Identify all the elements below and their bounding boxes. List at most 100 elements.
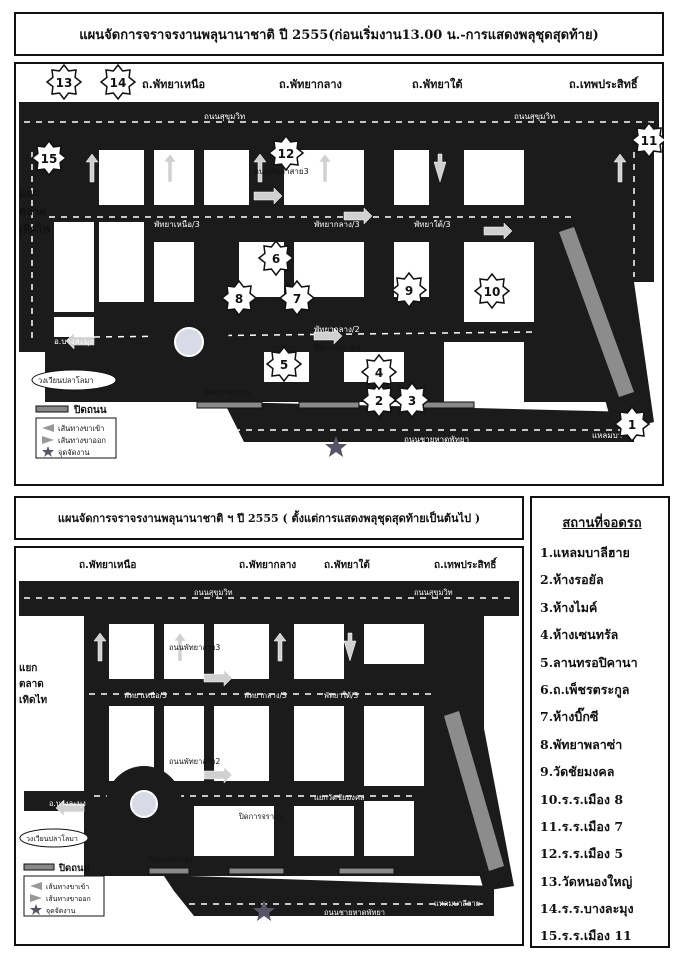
map1-label-central2: พัทยากลาง/2	[314, 325, 360, 334]
map1-label-central: ถ.พัทยากลาง	[279, 78, 342, 91]
map1-legend-venue: จุดจัดงาน	[58, 448, 90, 457]
parking-marker-star	[393, 381, 431, 419]
road-beach	[194, 352, 634, 442]
map1-yaek-3: เทิดไท	[19, 222, 50, 236]
map1-label-thepprasit: ถ.เทพประสิทธิ์	[569, 76, 639, 91]
map1-label-laem: แหลมบา	[592, 431, 622, 440]
parking-item: 15.ร.ร.เมือง 11	[540, 928, 632, 944]
map2-roundabout-bubble	[19, 828, 89, 848]
parking-item: 4.ห้างเซนทรัล	[540, 627, 619, 643]
parking-marker-star	[99, 63, 137, 101]
map2-legend-venue: จุดจัดงาน	[46, 907, 76, 915]
map1-label-closed-b: ปิดการจราจร	[203, 388, 251, 397]
parking-marker-star	[390, 271, 428, 309]
map1-label-bangla: อ.บางละมุง	[54, 337, 93, 346]
map1-label-beach: ถนนชายหาดพัทยา	[404, 435, 469, 444]
parking-item: 5.ลานทรอปิคานา	[540, 654, 638, 670]
parking-item: 1.แหลมบาลีฮาย	[540, 545, 630, 560]
parking-item: 7.ห้างบิ๊กซี	[540, 709, 599, 725]
map1-highway-gray	[559, 227, 634, 397]
map2-label-south: ถ.พัทยาใต้	[324, 558, 370, 571]
map1-arrows	[65, 153, 627, 350]
parking-marker-label: 13	[56, 76, 73, 90]
parking-item: 13.วัดหนองใหญ่	[540, 873, 633, 889]
map2-highway-gray	[444, 711, 504, 871]
parking-marker-label: 11	[641, 134, 658, 148]
map1-title-box: แผนจัดการจราจรงานพลุนานาชาติ ปี 2555(ก่อ…	[14, 12, 664, 56]
map1-legend: ปิดถนน เส้นทางขาเข้า เส้นทางขาออก จุดจัด…	[35, 404, 117, 459]
parking-item: 14.ร.ร.บางละมุง	[540, 901, 634, 917]
map1-label-north3: พัทยาเหนือ/3	[154, 220, 200, 229]
map1-legend-in: เส้นทางขาเข้า	[58, 424, 104, 433]
map2-label-sukhumvit-left: ถนนสุขุมวิท	[194, 588, 233, 597]
map2-label-north: ถ.พัทยาเหนือ	[79, 559, 136, 571]
map2-title: แผนจัดการจราจรงานพลุนานาชาติ ฯ ปี 2555 (…	[57, 512, 481, 525]
parking-marker-star	[278, 279, 316, 317]
parking-marker-star	[473, 272, 511, 310]
map2-yaek-1: แยก	[19, 663, 37, 674]
parking-item: 8.พัทยาพลาซ่า	[540, 736, 623, 752]
parking-marker-label: 10	[484, 285, 501, 299]
map2-label-south3: พัทยาใต้/3	[324, 691, 359, 700]
parking-marker-star	[220, 279, 258, 317]
map2-legend-close: ปิดถนน	[58, 862, 90, 874]
map1-roundabout-bubble	[31, 369, 117, 391]
map1-legend-close: ปิดถนน	[73, 404, 106, 416]
map1-label-central3: พัทยากลาง/3	[314, 220, 360, 229]
parking-marker-star	[267, 134, 305, 172]
map1-legend-out: เส้นทางขาออก	[58, 436, 106, 445]
parking-marker-star	[360, 381, 398, 419]
parking-marker-star	[30, 139, 68, 177]
map2-yaek-3: เทิดไท	[19, 693, 48, 706]
map2-label-thepprasit: ถ.เทพประสิทธิ์	[434, 557, 498, 571]
map2-label-sai3: ถนนพัทยาสาย3	[169, 643, 220, 652]
map2-title-box: แผนจัดการจราจรงานพลุนานาชาติ ฯ ปี 2555 (…	[14, 496, 524, 540]
parking-item: 2.ห้างรอยัล	[540, 572, 604, 588]
map1-roundabout-center	[174, 327, 204, 357]
map2-legend-in: เส้นทางขาเข้า	[46, 883, 89, 891]
map1-closures	[196, 401, 475, 409]
parking-marker-star	[257, 239, 295, 277]
map2-label-laem: แหลมบาลีฮาย	[434, 899, 480, 908]
map1-yaek-2: ตลาด	[19, 205, 46, 218]
map2-blocks	[109, 624, 424, 856]
map2-label-closed-a: ปิดการจราจร	[238, 812, 282, 821]
parking-marker-label: 2	[375, 394, 383, 408]
parking-marker-star	[613, 405, 651, 443]
parking-marker-label: 8	[235, 292, 243, 306]
map2-label-central: ถ.พัทยากลาง	[239, 559, 296, 571]
map2-label-yaekwat: แยกวัดชัยมงคล	[314, 793, 365, 802]
parking-marker-label: 9	[405, 284, 413, 298]
parking-marker-label: 5	[280, 358, 288, 372]
parking-item: 11.ร.ร.เมือง 7	[540, 818, 624, 834]
map1-label-south: ถ.พัทยาใต้	[412, 77, 462, 91]
map2-svg: ถ.พัทยาเหนือ ถ.พัทยากลาง ถ.พัทยาใต้ ถ.เท…	[19, 557, 519, 921]
map1-label-north: ถ.พัทยาเหนือ	[142, 78, 205, 91]
map1-label-south3: พัทยาใต้/3	[414, 220, 451, 229]
map2-legend-out: เส้นทางขาออก	[46, 895, 91, 903]
parking-items: 1.แหลมบาลีฮาย 2.ห้างรอยัล 3.ห้างไมค์ 4.ห้าง…	[540, 539, 664, 950]
map2-label-beach: ถนนชายหาดพัทยา	[324, 908, 385, 917]
map2-label-bangla: อ.บางละมุง	[49, 799, 86, 808]
parking-marker-star	[630, 121, 664, 159]
map1-label-closed-a: ปิดการจราจร	[313, 343, 361, 352]
parking-marker-label: 4	[375, 366, 383, 380]
map2-arrows	[55, 632, 357, 817]
parking-item: 10.ร.ร.เมือง 8	[540, 791, 624, 807]
map2-roundabout-center	[130, 790, 158, 818]
map2-legend: ปิดถนน เส้นทางขาเข้า เส้นทางขาออก จุดจัด…	[23, 862, 105, 917]
map2-yaek-2: ตลาด	[19, 679, 44, 690]
map1-svg: ถ.พัทยาเหนือ ถ.พัทยากลาง ถ.พัทยาใต้ ถ.เท…	[19, 63, 664, 459]
map1-label-sai3: ถนนพัทยาสาย3	[254, 167, 309, 176]
parking-marker-label: 7	[293, 292, 301, 306]
map1-yaek-1: แยก	[19, 187, 40, 200]
parking-marker-label: 14	[110, 76, 127, 90]
map2-roundabout-label: วงเวียนปลาโลมา	[26, 834, 78, 843]
map1-venue-star	[325, 436, 347, 457]
map1-roundabout-label: วงเวียนปลาโลมา	[38, 376, 94, 385]
parking-item: 3.ห้างไมค์	[540, 599, 598, 615]
parking-marker-label: 15	[41, 152, 58, 166]
